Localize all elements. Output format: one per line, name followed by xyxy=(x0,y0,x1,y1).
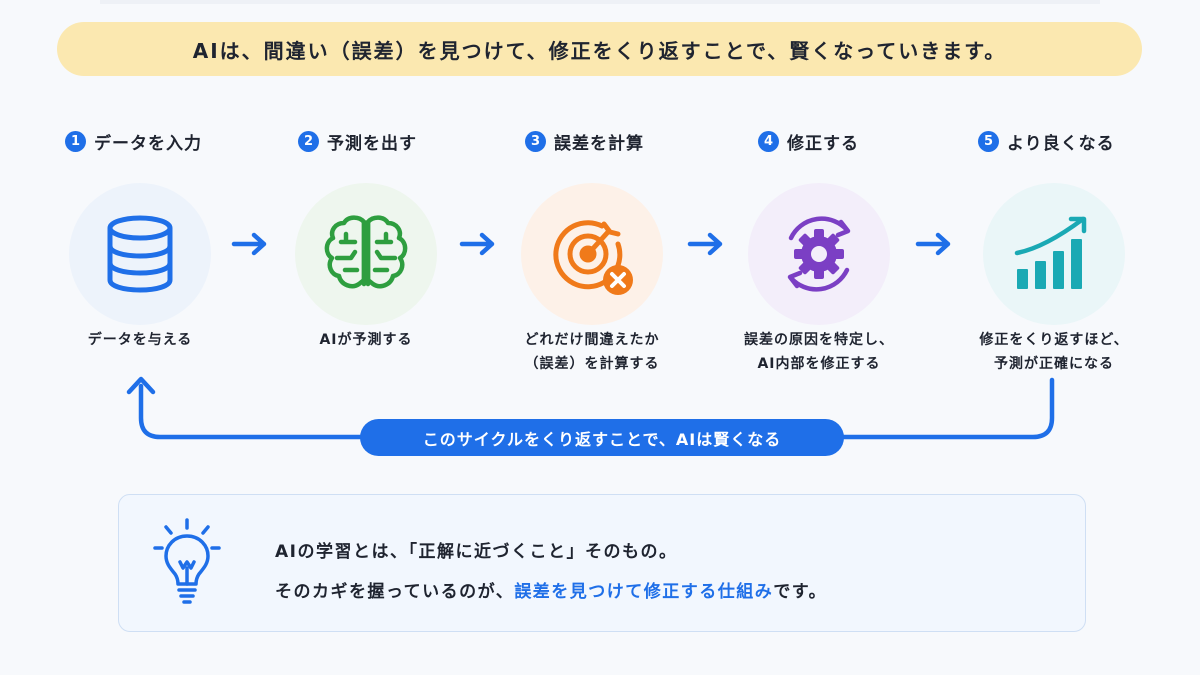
top-strip xyxy=(100,0,1100,4)
lightbulb-icon xyxy=(153,518,221,604)
step-5-title: 5 より良くなる xyxy=(978,128,1115,154)
info-line-2-prefix: そのカギを握っているのが、 xyxy=(275,582,515,602)
step-5-description: 修正をくり返すほど、 予測が正確になる xyxy=(954,328,1154,376)
arrow-right-icon xyxy=(915,232,951,256)
step-3-title-text: 誤差を計算 xyxy=(554,133,644,154)
step-2-description: AIが予測する xyxy=(266,328,466,352)
info-box xyxy=(118,494,1086,632)
loop-label-pill: このサイクルをくり返すことで、AIは賢くなる xyxy=(360,419,844,456)
step-2-title: 2 予測を出す xyxy=(298,128,417,154)
database-icon xyxy=(107,215,173,293)
step-5-desc-line-2: 予測が正確になる xyxy=(994,356,1114,372)
info-line-2-suffix: です。 xyxy=(773,582,828,602)
step-4-number: 4 xyxy=(758,130,779,152)
arrow-right-icon xyxy=(459,232,495,256)
step-5-icon-circle xyxy=(983,183,1125,325)
step-1-description: データを与える xyxy=(40,328,240,352)
step-2-icon-circle xyxy=(295,183,437,325)
step-1-icon-circle xyxy=(69,183,211,325)
headline-banner: AIは、間違い（誤差）を見つけて、修正をくり返すことで、賢くなっていきます。 xyxy=(57,22,1142,76)
step-3-desc-line-1: どれだけ間違えたか xyxy=(524,332,660,348)
step-3-number: 3 xyxy=(525,130,546,152)
gear-cycle-icon xyxy=(787,216,851,292)
step-3-icon-circle xyxy=(521,183,663,325)
step-1-title-text: データを入力 xyxy=(94,133,202,154)
target-error-icon xyxy=(553,220,633,295)
info-line-2-highlight: 誤差を見つけて修正する仕組み xyxy=(514,582,774,602)
step-2-desc-line-1: AIが予測する xyxy=(319,332,413,348)
step-4-description: 誤差の原因を特定し、 AI内部を修正する xyxy=(719,328,919,376)
step-4-desc-line-2: AI内部を修正する xyxy=(757,356,881,372)
info-line-2: そのカギを握っているのが、誤差を見つけて修正する仕組みです。 xyxy=(275,577,827,602)
step-1-title: 1 データを入力 xyxy=(65,128,202,154)
step-5-desc-line-1: 修正をくり返すほど、 xyxy=(979,332,1129,348)
step-3-title: 3 誤差を計算 xyxy=(525,128,644,154)
step-5-title-text: より良くなる xyxy=(1007,133,1115,154)
step-4-desc-line-1: 誤差の原因を特定し、 xyxy=(744,332,894,348)
growth-chart-icon xyxy=(1014,216,1087,289)
step-2-number: 2 xyxy=(298,130,319,152)
step-3-description: どれだけ間違えたか （誤差）を計算する xyxy=(492,328,692,376)
brain-icon xyxy=(324,215,408,289)
arrow-right-icon xyxy=(687,232,723,256)
arrow-right-icon xyxy=(231,232,267,256)
step-5-number: 5 xyxy=(978,130,999,152)
step-4-title-text: 修正する xyxy=(787,133,859,154)
step-3-desc-line-2: （誤差）を計算する xyxy=(524,356,660,372)
step-1-desc-line-1: データを与える xyxy=(87,332,193,348)
step-4-title: 4 修正する xyxy=(758,128,859,154)
loop-label-text: このサイクルをくり返すことで、AIは賢くなる xyxy=(422,429,782,449)
step-2-title-text: 予測を出す xyxy=(327,133,417,154)
headline-text: AIは、間違い（誤差）を見つけて、修正をくり返すことで、賢くなっていきます。 xyxy=(192,38,1007,63)
info-line-1: AIの学習とは、「正解に近づくこと」そのもの。 xyxy=(275,542,678,562)
step-4-icon-circle xyxy=(748,183,890,325)
step-1-number: 1 xyxy=(65,130,86,152)
